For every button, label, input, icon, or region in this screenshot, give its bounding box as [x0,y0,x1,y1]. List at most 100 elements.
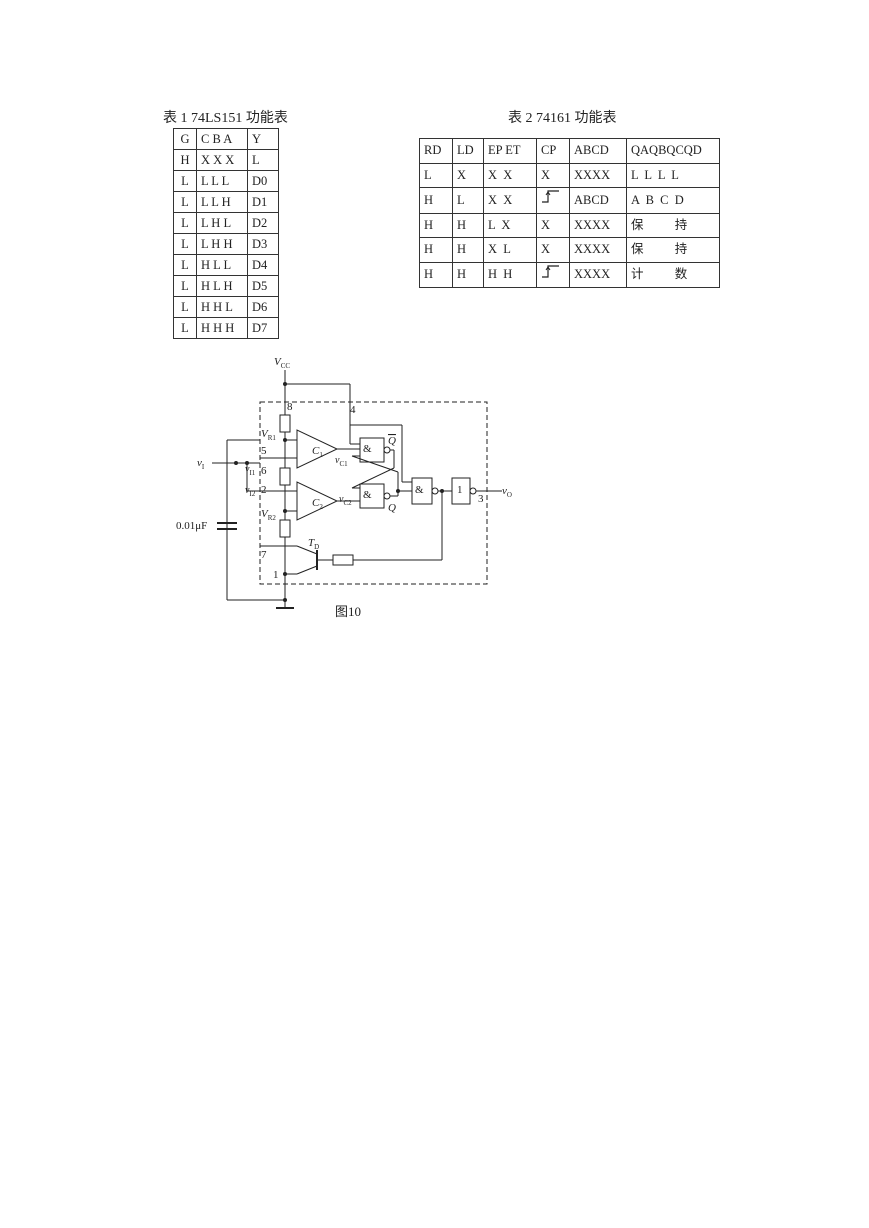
vo-label: vO [502,485,512,499]
and-symbol: & [415,484,424,496]
vi2-label: vI2 [245,485,256,498]
pin-7: 7 [261,549,267,561]
table-cell: L [452,187,484,214]
table-cell: H [419,237,453,263]
header-cell: QAQBQCQD [626,138,720,164]
table-row: L L L L D0 [173,170,279,192]
rising-edge-icon [542,264,559,278]
table-row: L H L L D4 [173,254,279,276]
vc2-label: vC2 [339,494,352,507]
table-cell: XXXX [569,162,627,188]
rd-label: RD [424,143,442,157]
table-row: L L H H D3 [173,233,279,255]
table-cell: L [173,170,197,192]
table-row: H H X L X XXXX 保 持 [419,237,720,263]
table-cell: XXXX [569,261,627,288]
table-cell: D1 [247,191,279,213]
table-cell: X X X [196,149,248,171]
table-cell: 保 持 [626,212,720,238]
vr2-label: VR2 [261,508,276,522]
comparator-c1 [296,429,339,469]
table-cell: 保 持 [626,237,720,263]
table-cell: H [419,187,453,214]
pin-4: 4 [350,404,356,416]
table-row: L H H L D6 [173,296,279,318]
header-cell: CP [536,138,570,164]
table1-74ls151: G C B A Y H X X X L L L L L D0 L L L H D… [173,128,279,339]
table-cell: X [452,162,484,188]
circuit-555-diagram: VCC 8 4 VR1 5 vI vI1 6 vI2 2 VR2 C1 C2 v… [176,356,512,619]
pin-2: 2 [261,484,267,496]
table-cell: L H H [196,233,248,255]
table-cell: H [452,261,484,288]
rising-edge-icon [542,190,559,203]
resistor-r2 [279,467,291,486]
table-cell: H L L [196,254,248,276]
table-cell: L X [483,212,537,238]
table-cell: L [173,317,197,339]
table-cell: L L L [196,170,248,192]
table-cell: H [419,212,453,238]
pin-5: 5 [261,445,267,457]
table-cell: D7 [247,317,279,339]
table-cell: D3 [247,233,279,255]
capacitor-label: 0.01μF [176,520,207,532]
comparator-c2 [296,481,339,521]
table-row: H H L X X XXXX 保 持 [419,212,720,238]
table-row: L X X X X XXXX L L L L [419,162,720,188]
table1-caption: 表 1 74LS151 功能表 [163,111,288,126]
table-cell: XXXX [569,212,627,238]
table-cell: L [173,296,197,318]
vr1-label: VR1 [261,428,276,442]
vi-label: vI [197,457,205,471]
table-cell: L H L [196,212,248,234]
c2-label: C2 [312,497,323,511]
resistor-r3 [279,519,291,538]
table-cell: L [247,149,279,171]
table-cell: L L H [196,191,248,213]
table2-caption: 表 2 74161 功能表 [508,111,617,126]
table-cell: L [173,212,197,234]
and-symbol: & [363,489,372,501]
table-cell: L [173,191,197,213]
table2-74161: RD LD EP ET CP ABCD QAQBQCQD L X X X X X… [419,138,720,288]
table-cell: L [173,233,197,255]
table-cell: ABCD [569,187,627,214]
table-header-row: G C B A Y [173,128,279,150]
table-cell: D5 [247,275,279,297]
header-cell: G [173,128,197,150]
table-cell: 计 数 [626,261,720,288]
vc1-label: vC1 [335,455,348,468]
table-cell: X X [483,162,537,188]
table-cell: H [419,261,453,288]
pin-1: 1 [273,569,279,581]
c1-label: C1 [312,445,323,459]
pin-3: 3 [478,493,484,505]
table-cell: H H L [196,296,248,318]
pin-6: 6 [261,465,267,477]
pin-8: 8 [287,401,293,413]
vcc-label: VCC [274,356,290,370]
table-cell: D6 [247,296,279,318]
table-cell: L [173,275,197,297]
header-cell: EP ET [483,138,537,164]
table-cell: L L L L [626,162,720,188]
table-cell: H [452,237,484,263]
table-cell: H L H [196,275,248,297]
table-header-row: RD LD EP ET CP ABCD QAQBQCQD [419,138,720,164]
table-cell: A B C D [626,187,720,214]
table-row: L H H H D7 [173,317,279,339]
table-cell: L [419,162,453,188]
table-cell: H H H [196,317,248,339]
table-cell: D2 [247,212,279,234]
td-label: TD [308,537,319,551]
header-cell: C B A [196,128,248,150]
table-cell: XXXX [569,237,627,263]
table-row: L L H L D2 [173,212,279,234]
resistor-base [332,554,354,566]
table-cell: D0 [247,170,279,192]
not-symbol: 1 [457,484,463,496]
table-cell: X [536,212,570,238]
table-cell: H [452,212,484,238]
table-cell: D4 [247,254,279,276]
